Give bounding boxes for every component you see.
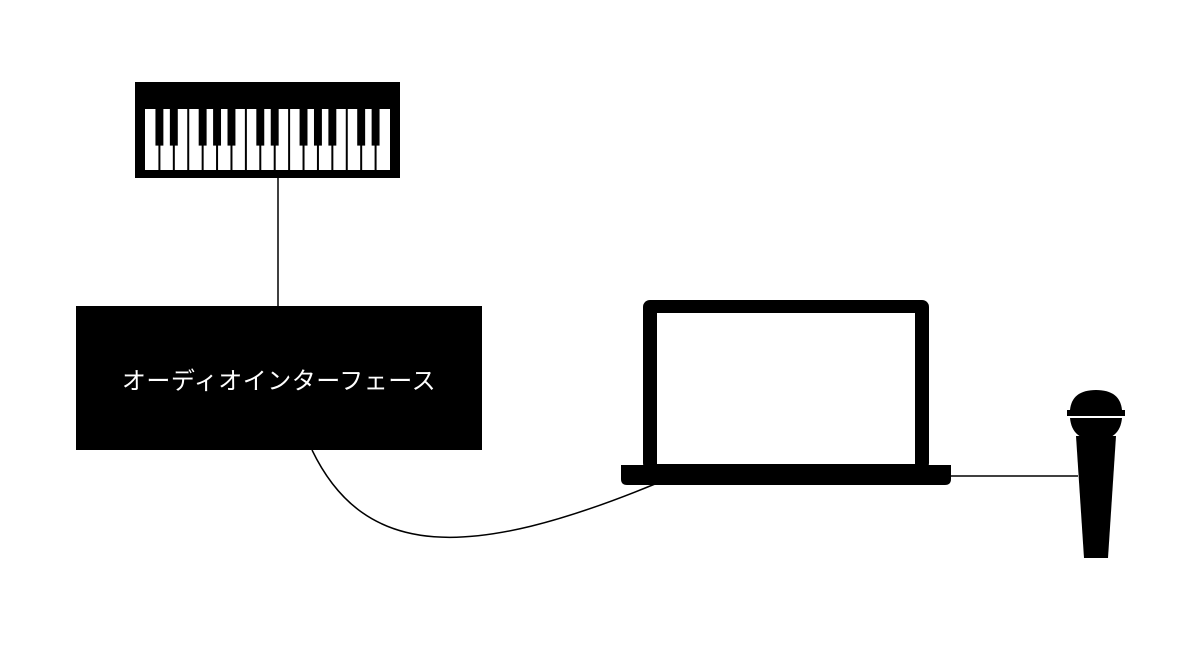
black-key	[270, 109, 279, 146]
black-key	[198, 109, 207, 146]
microphone-icon	[1067, 390, 1125, 558]
black-key	[213, 109, 222, 146]
audio-interface-label: オーディオインターフェース	[121, 366, 437, 395]
black-key	[299, 109, 308, 146]
black-key	[357, 109, 366, 146]
black-key	[328, 109, 337, 146]
midi-keyboard-icon	[135, 82, 400, 178]
black-key	[155, 109, 164, 146]
cable-interface-to-laptop	[311, 449, 656, 538]
black-key	[313, 109, 322, 146]
black-key	[227, 109, 236, 146]
black-key	[169, 109, 178, 146]
black-key	[371, 109, 380, 146]
black-key	[256, 109, 265, 146]
audio-interface-box: オーディオインターフェース	[76, 306, 482, 450]
laptop-icon	[621, 300, 951, 485]
